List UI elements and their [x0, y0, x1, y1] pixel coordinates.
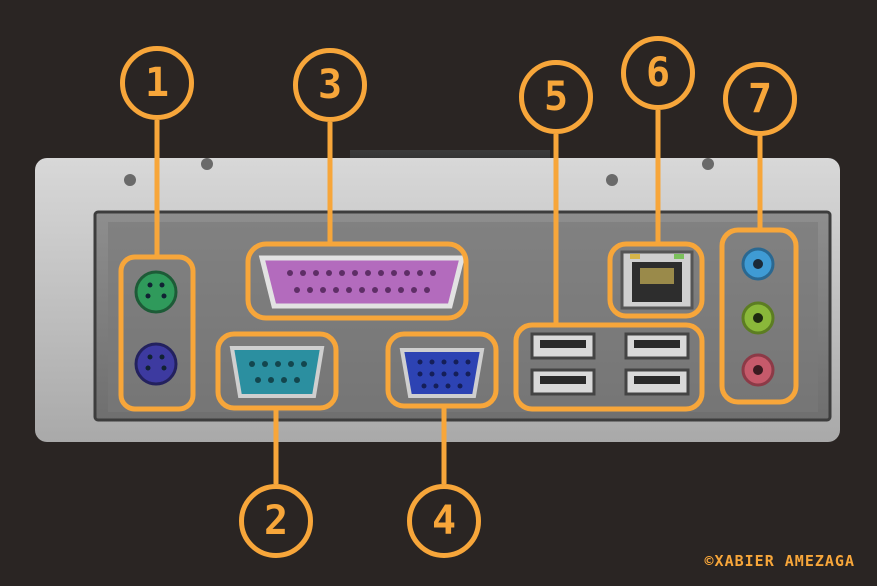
- ethernet-port: [620, 250, 694, 310]
- screw-icon: [702, 158, 714, 170]
- callout-circle-3: 3: [293, 48, 367, 122]
- callout-circle-6: 6: [621, 36, 695, 110]
- callout-circle-1: 1: [120, 46, 194, 120]
- serial-port: [229, 346, 325, 398]
- screw-icon: [124, 174, 136, 186]
- copyright-credit: ©XABIER AMEZAGA: [704, 552, 855, 570]
- callout-number: 5: [543, 74, 569, 120]
- callout-number: 1: [144, 60, 170, 106]
- callout-circle-5: 5: [519, 60, 593, 134]
- ps2-ports: [134, 270, 178, 386]
- callout-number: 7: [747, 76, 773, 122]
- usb-ports: [530, 332, 690, 396]
- highlight-box-5: [513, 322, 705, 412]
- callout-circle-2: 2: [239, 484, 313, 558]
- callout-number: 3: [317, 62, 343, 108]
- callout-circle-4: 4: [407, 484, 481, 558]
- ps2-mouse-port: [134, 270, 178, 314]
- leader-lines: [154, 110, 763, 484]
- callout-number: 6: [645, 50, 671, 96]
- screw-icon: [606, 174, 618, 186]
- parallel-port: [258, 255, 466, 309]
- callout-number: 2: [263, 498, 289, 544]
- vga-port: [399, 348, 485, 398]
- ps2-keyboard-port: [134, 342, 178, 386]
- screw-icon: [201, 158, 213, 170]
- callout-number: 4: [431, 498, 457, 544]
- highlight-box-3: [245, 241, 469, 321]
- audio-jacks: [741, 247, 775, 387]
- callout-circle-7: 7: [723, 62, 797, 136]
